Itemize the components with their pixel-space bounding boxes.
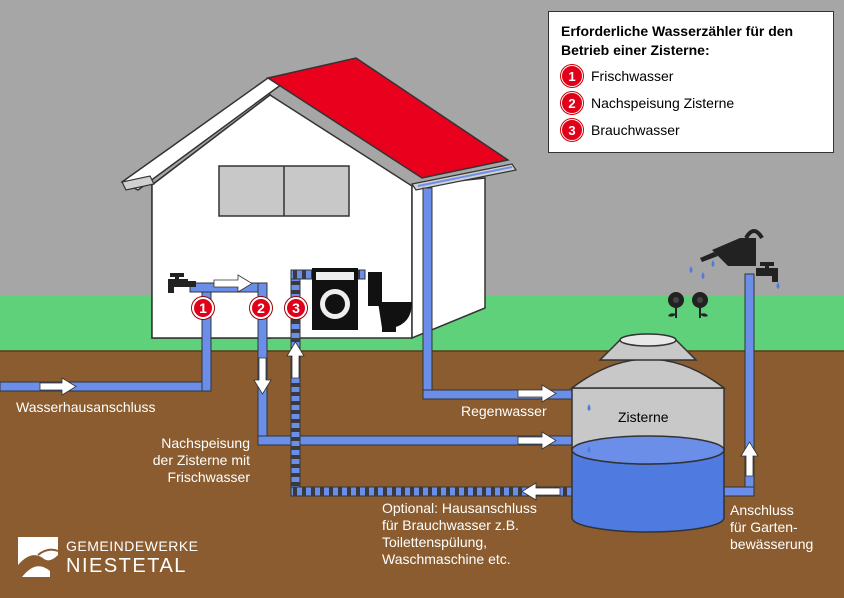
toilet-icon (368, 272, 412, 332)
logo-line1: GEMEINDEWERKE (66, 538, 199, 554)
cistern-water (571, 447, 725, 533)
refill-label: Nachspeisung der Zisterne mit Frischwass… (152, 435, 250, 485)
flow-arrow (213, 274, 253, 293)
meter-badge-3: 3 (285, 297, 307, 319)
meter-number-badge: 2 (561, 92, 583, 114)
logo-line2: NIESTETAL (66, 555, 187, 577)
meter-number-badge: 3 (561, 119, 583, 141)
flower-icon (692, 292, 708, 318)
garden-label: Anschluss für Garten- bewässerung (730, 502, 814, 552)
flow-arrow (253, 357, 272, 395)
flow-arrow (286, 341, 305, 379)
flow-arrow (39, 377, 77, 396)
legend-box: Erforderliche Wasserzähler für den Betri… (548, 11, 834, 153)
meter-badge-2: 2 (250, 297, 272, 319)
house-connection-label: Wasserhausanschluss (16, 399, 156, 415)
flow-arrow (740, 441, 759, 477)
cistern (569, 333, 727, 533)
meter-badge-1: 1 (192, 297, 214, 319)
cistern-label: Zisterne (618, 409, 669, 425)
flower-icon (668, 292, 684, 318)
flow-arrows (39, 274, 759, 501)
rainwater-label: Regenwasser (461, 403, 547, 419)
logo-mark-icon (18, 537, 59, 577)
legend-title: Erforderliche Wasserzähler für den Betri… (561, 23, 794, 58)
house-tap-icon (168, 273, 196, 293)
legend-item: 2 Nachspeisung Zisterne (561, 92, 734, 114)
washing-machine-icon (312, 268, 358, 330)
legend-item-label: Brauchwasser (591, 122, 680, 138)
flow-arrow (517, 431, 557, 450)
legend-item-label: Frischwasser (591, 68, 674, 84)
flow-arrow (521, 482, 561, 501)
legend-item: 1 Frischwasser (561, 65, 673, 87)
meter-number-badge: 1 (561, 65, 583, 87)
logo: GEMEINDEWERKE NIESTETAL (18, 537, 199, 577)
roof (266, 57, 510, 179)
optional-label: Optional: Hausanschluss für Brauchwasser… (382, 500, 537, 567)
water-drop-icon (776, 282, 780, 289)
legend-item: 3 Brauchwasser (561, 119, 680, 141)
garden-tap-icon (756, 262, 778, 282)
main-supply-pipe (0, 381, 211, 392)
downpipe (422, 187, 433, 399)
flow-arrow (517, 384, 557, 403)
watering-can-icon (700, 229, 764, 266)
legend-item-label: Nachspeisung Zisterne (591, 95, 735, 111)
